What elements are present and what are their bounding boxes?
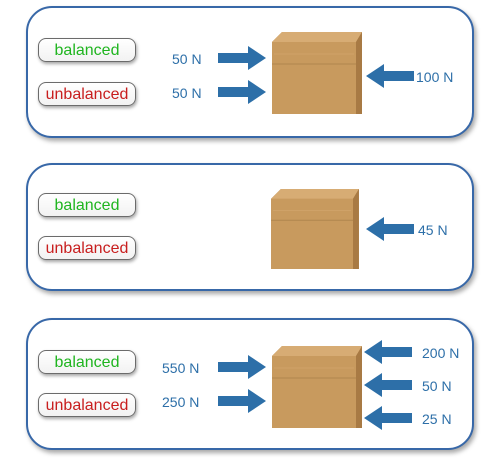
force-label: 100 N	[416, 69, 454, 85]
force-arrow-right	[218, 389, 266, 413]
force-arrow-right	[218, 46, 266, 70]
question-panel-1: balanced unbalanced 50 N 50 N 100 N	[26, 6, 474, 138]
balanced-button[interactable]: balanced	[38, 38, 136, 62]
force-label: 250 N	[162, 394, 200, 410]
cardboard-box	[272, 32, 362, 114]
force-label: 25 N	[422, 411, 452, 427]
question-panel-3: balanced unbalanced 550 N 250 N 200 N 50…	[26, 318, 474, 450]
force-label: 45 N	[418, 222, 448, 238]
force-label: 50 N	[422, 378, 452, 394]
force-arrow-left	[364, 217, 416, 241]
force-arrow-left	[362, 340, 414, 364]
force-arrow-right	[218, 355, 266, 379]
force-label: 50 N	[172, 85, 202, 101]
force-label: 50 N	[172, 51, 202, 67]
cardboard-box	[272, 346, 362, 428]
force-label: 200 N	[422, 345, 460, 361]
force-arrow-left	[364, 64, 416, 88]
unbalanced-button[interactable]: unbalanced	[38, 393, 136, 417]
question-panel-2: balanced unbalanced 45 N	[26, 163, 474, 291]
balanced-button[interactable]: balanced	[38, 193, 136, 217]
force-label: 550 N	[162, 360, 200, 376]
balanced-button[interactable]: balanced	[38, 350, 136, 374]
force-arrow-left	[362, 406, 414, 430]
force-arrow-right	[218, 80, 266, 104]
unbalanced-button[interactable]: unbalanced	[38, 82, 136, 106]
cardboard-box	[270, 189, 360, 269]
force-arrow-left	[362, 373, 414, 397]
unbalanced-button[interactable]: unbalanced	[38, 236, 136, 260]
